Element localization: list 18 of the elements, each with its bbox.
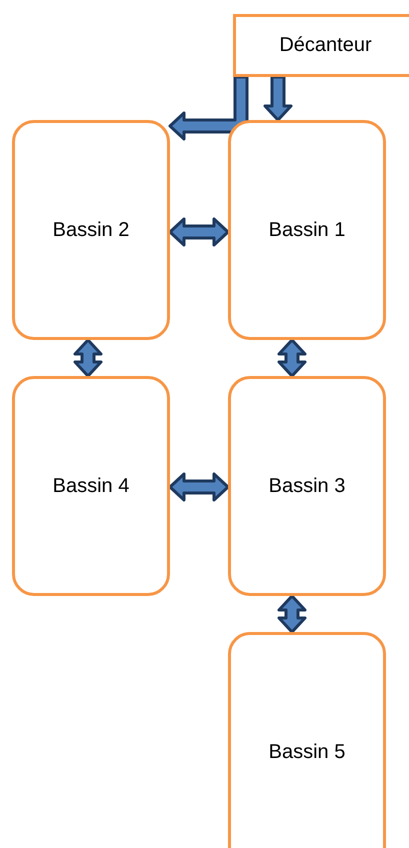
basin-box [228,120,386,340]
node-label: Décanteur [279,34,372,57]
basin-box [228,632,386,848]
node-label: Bassin 1 [268,218,346,242]
node-label: Bassin 3 [268,474,346,498]
block-arrow [168,472,230,502]
basin-box [228,376,386,596]
block-arrow [74,338,102,378]
process-box [233,14,409,77]
basin-box [12,120,170,340]
node-label: Bassin 2 [52,218,130,242]
block-arrow [278,338,306,378]
node-label: Bassin 4 [52,474,130,498]
basin-box [12,376,170,596]
block-arrow [264,76,292,122]
node-label: Bassin 5 [268,740,346,764]
block-arrow [168,218,230,246]
block-arrow [278,594,306,634]
